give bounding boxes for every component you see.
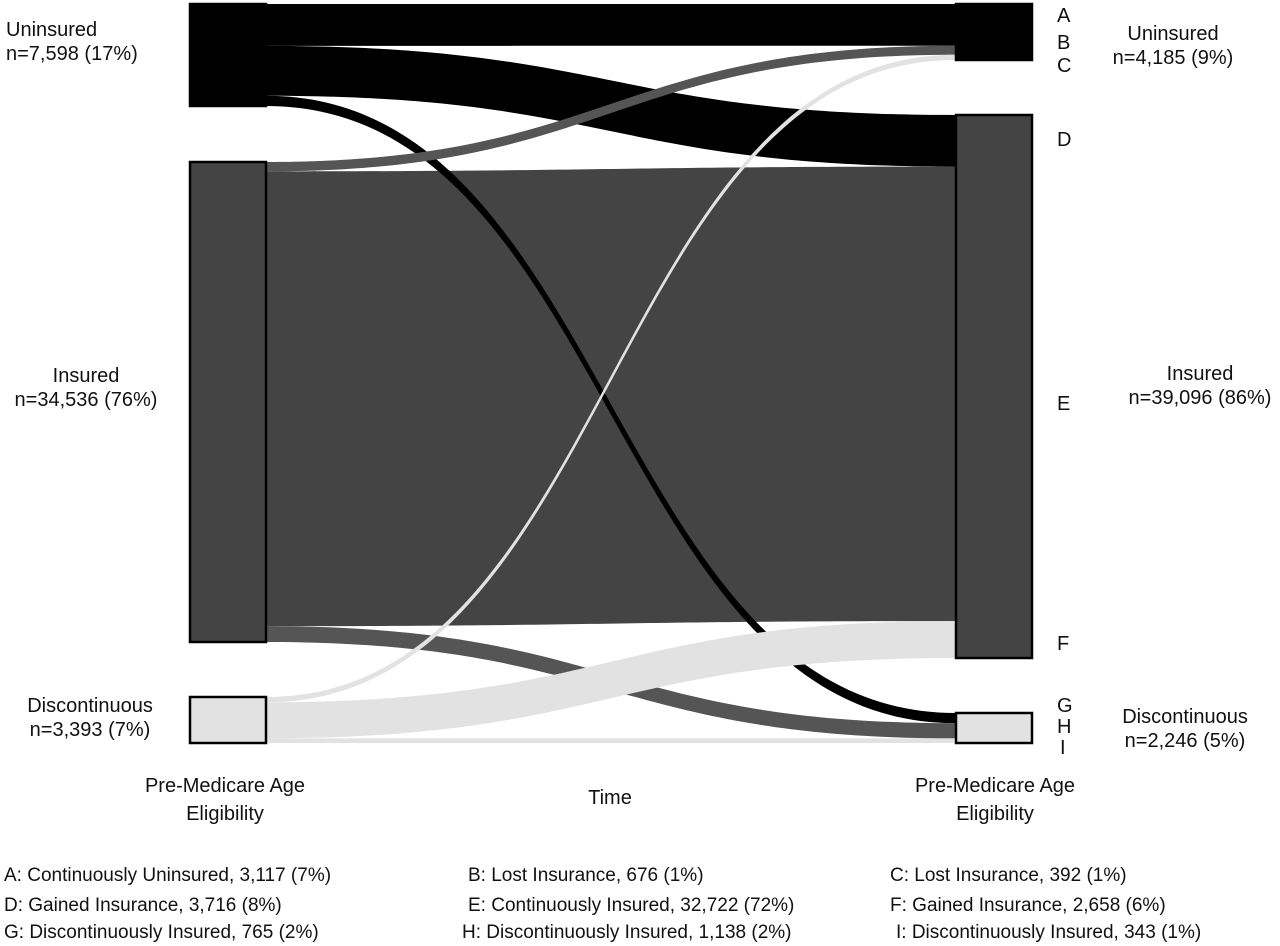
left-axis-label: Pre-Medicare Age Eligibility xyxy=(144,775,306,825)
nodes-layer xyxy=(188,2,1034,745)
legend-item-d: D: Gained Insurance, 3,716 (8%) xyxy=(4,895,282,916)
flow-e xyxy=(266,166,956,627)
right-discontinuous-name: Discontinuous xyxy=(1122,706,1248,728)
flow-key-b: B xyxy=(1057,32,1071,54)
legend-item-h: H: Discontinuously Insured, 1,138 (2%) xyxy=(462,922,792,943)
left-uninsured-label: Uninsured n=7,598 (17%) xyxy=(6,18,138,66)
flow-key-g: G xyxy=(1057,695,1073,717)
right-node-insured xyxy=(954,113,1034,660)
right-discontinuous-count: n=2,246 (5%) xyxy=(1124,730,1246,752)
flow-g xyxy=(266,95,956,724)
right-node-uninsured xyxy=(954,2,1034,62)
flow-key-c: C xyxy=(1057,55,1072,77)
center-axis-label: Time xyxy=(588,787,632,809)
left-insured-count: n=34,536 (76%) xyxy=(14,389,158,411)
right-insured-count: n=39,096 (86%) xyxy=(1128,387,1272,409)
left-uninsured-name: Uninsured xyxy=(6,19,98,41)
right-uninsured-count: n=4,185 (9%) xyxy=(1112,47,1234,69)
left-node-uninsured xyxy=(188,2,268,108)
flow-key-a: A xyxy=(1057,5,1071,27)
flow-key-h: H xyxy=(1057,716,1072,738)
legend-item-a: A: Continuously Uninsured, 3,117 (7%) xyxy=(4,865,332,886)
flow-key-d: D xyxy=(1057,129,1072,151)
legend-item-i: I: Discontinuously Insured, 343 (1%) xyxy=(896,922,1202,943)
left-discontinuous-label: Discontinuous n=3,393 (7%) xyxy=(4,694,176,742)
left-insured-label: Insured n=34,536 (76%) xyxy=(0,364,172,412)
left-uninsured-count: n=7,598 (17%) xyxy=(6,43,138,65)
flow-f xyxy=(266,621,956,739)
flows-layer xyxy=(266,4,956,743)
right-node-discontinuous xyxy=(954,711,1034,745)
right-discontinuous-label: Discontinuous n=2,246 (5%) xyxy=(1102,705,1268,753)
left-node-discontinuous xyxy=(188,695,268,745)
flow-b xyxy=(266,45,956,172)
left-node-insured xyxy=(188,160,268,644)
flow-key-i: I xyxy=(1060,737,1066,759)
legend-item-e: E: Continuously Insured, 32,722 (72%) xyxy=(468,895,795,916)
left-discontinuous-name: Discontinuous xyxy=(27,695,153,717)
legend-item-c: C: Lost Insurance, 392 (1%) xyxy=(890,865,1127,886)
flow-key-e: E xyxy=(1057,393,1071,415)
right-uninsured-name: Uninsured xyxy=(1127,23,1219,45)
flow-a xyxy=(266,4,956,46)
legend-item-b: B: Lost Insurance, 676 (1%) xyxy=(468,865,704,886)
right-uninsured-label: Uninsured n=4,185 (9%) xyxy=(1093,22,1253,70)
left-insured-name: Insured xyxy=(52,365,120,387)
flow-key-f: F xyxy=(1057,633,1070,655)
right-axis-label: Pre-Medicare Age Eligibility xyxy=(914,775,1076,825)
legend-item-f: F: Gained Insurance, 2,658 (6%) xyxy=(890,895,1166,916)
right-insured-label: Insured n=39,096 (86%) xyxy=(1120,362,1280,410)
flow-i xyxy=(266,738,956,743)
legend-item-g: G: Discontinuously Insured, 765 (2%) xyxy=(4,922,319,943)
flow-c xyxy=(266,54,956,703)
left-discontinuous-count: n=3,393 (7%) xyxy=(29,719,151,741)
right-insured-name: Insured xyxy=(1166,363,1234,385)
